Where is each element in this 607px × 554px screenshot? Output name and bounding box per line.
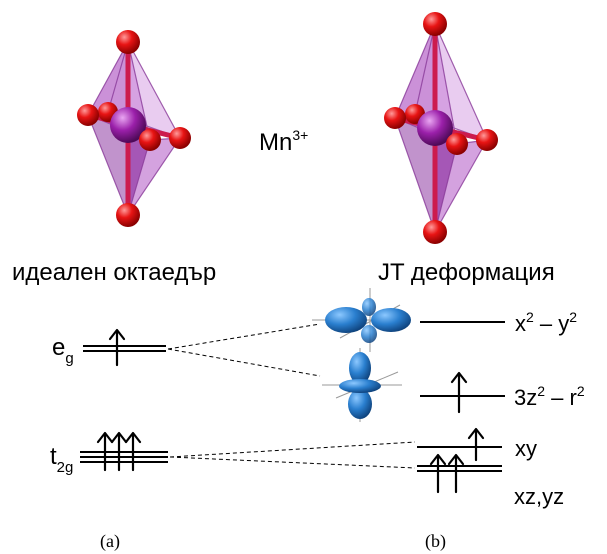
- dashed-connectors: [167, 323, 416, 469]
- dz2-orbital-icon: [322, 348, 402, 422]
- t2g-label: t2g: [50, 443, 73, 476]
- jt-deformation-caption: JT деформация: [378, 259, 555, 286]
- xy-label: xy: [515, 436, 537, 461]
- x2-y2-label: x2 – y2: [515, 309, 577, 336]
- electron-arrows-left: [96, 328, 142, 472]
- electron-arrows-right: [429, 371, 485, 494]
- dx2y2-orbital-icon: [312, 288, 411, 352]
- jt-distorted-octahedron: [384, 12, 498, 244]
- ideal-octahedron: [77, 30, 191, 227]
- ideal-octahedron-caption: идеален октаедър: [12, 259, 216, 286]
- 3z2-r2-label: 3z2 – r2: [514, 383, 585, 410]
- panel-label-a: (a): [100, 531, 120, 552]
- left-level-diagram: [80, 345, 168, 463]
- xz-yz-label: xz,yz: [514, 484, 564, 509]
- panel-label-b: (b): [425, 531, 446, 552]
- eg-label: eg: [52, 334, 74, 367]
- right-level-diagram: [417, 321, 505, 472]
- ion-label: Mn3+: [259, 127, 308, 156]
